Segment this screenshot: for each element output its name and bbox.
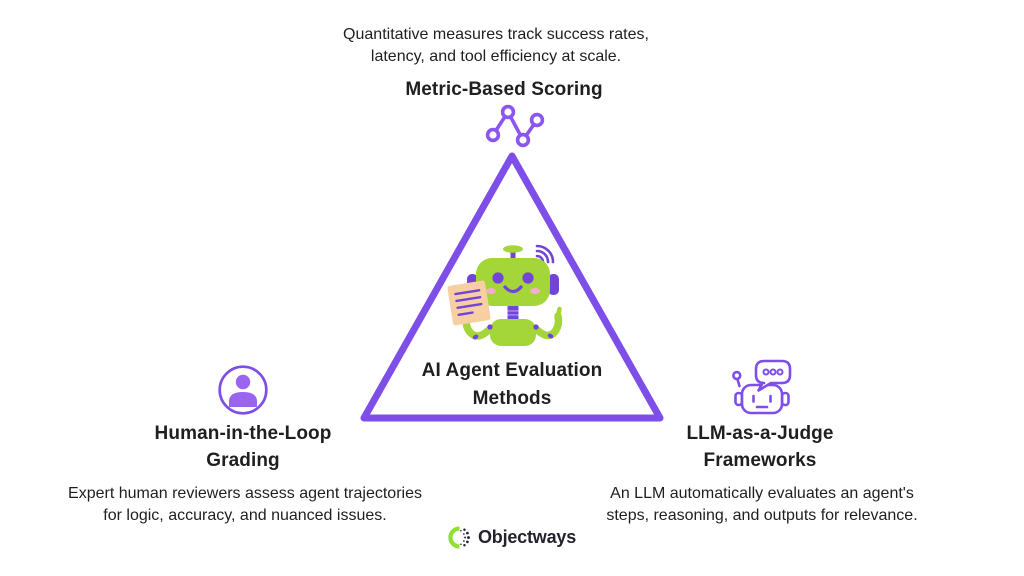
metric-description-line1: Quantitative measures track success rate…: [343, 26, 649, 43]
judge-title-line1: LLM-as-a-Judge: [686, 423, 834, 444]
judge-description-line1: An LLM automatically evaluates an agent'…: [610, 485, 914, 502]
paper-icon: [447, 280, 491, 326]
judge-description-line2: steps, reasoning, and outputs for releva…: [606, 506, 918, 524]
center-title: AI Agent Evaluation Methods: [422, 357, 603, 413]
judge-title: LLM-as-a-Judge Frameworks: [686, 420, 833, 474]
metric-description-line2: latency, and tool efficiency at scale.: [370, 48, 622, 65]
metric-title: Metric-Based Scoring: [405, 79, 603, 100]
human-title-line1: Human-in-the-Loop: [154, 423, 332, 444]
judge-robot-icon: [732, 359, 792, 415]
judge-description: An LLM automatically evaluates an agent'…: [606, 483, 917, 526]
line-chart-icon: [485, 104, 545, 148]
center-title-line2: Methods: [472, 388, 552, 409]
brand-name: Objectways: [477, 527, 577, 547]
human-description: Expert human reviewers assess agent traj…: [68, 483, 422, 526]
person-icon: [218, 365, 268, 415]
human-description-line2: for logic, accuracy, and nuanced issues.: [103, 506, 387, 524]
center-title-line1: AI Agent Evaluation: [421, 360, 603, 381]
human-description-line1: Expert human reviewers assess agent traj…: [68, 485, 422, 502]
human-title-line2: Grading: [206, 450, 280, 471]
brand-logo: Objectways: [448, 526, 576, 549]
ai-robot-mascot: [447, 244, 563, 346]
judge-title-line2: Frameworks: [703, 450, 817, 471]
metric-description: Quantitative measures track success rate…: [343, 24, 649, 68]
human-title: Human-in-the-Loop Grading: [155, 420, 332, 474]
objectways-logo-icon: [448, 526, 470, 549]
